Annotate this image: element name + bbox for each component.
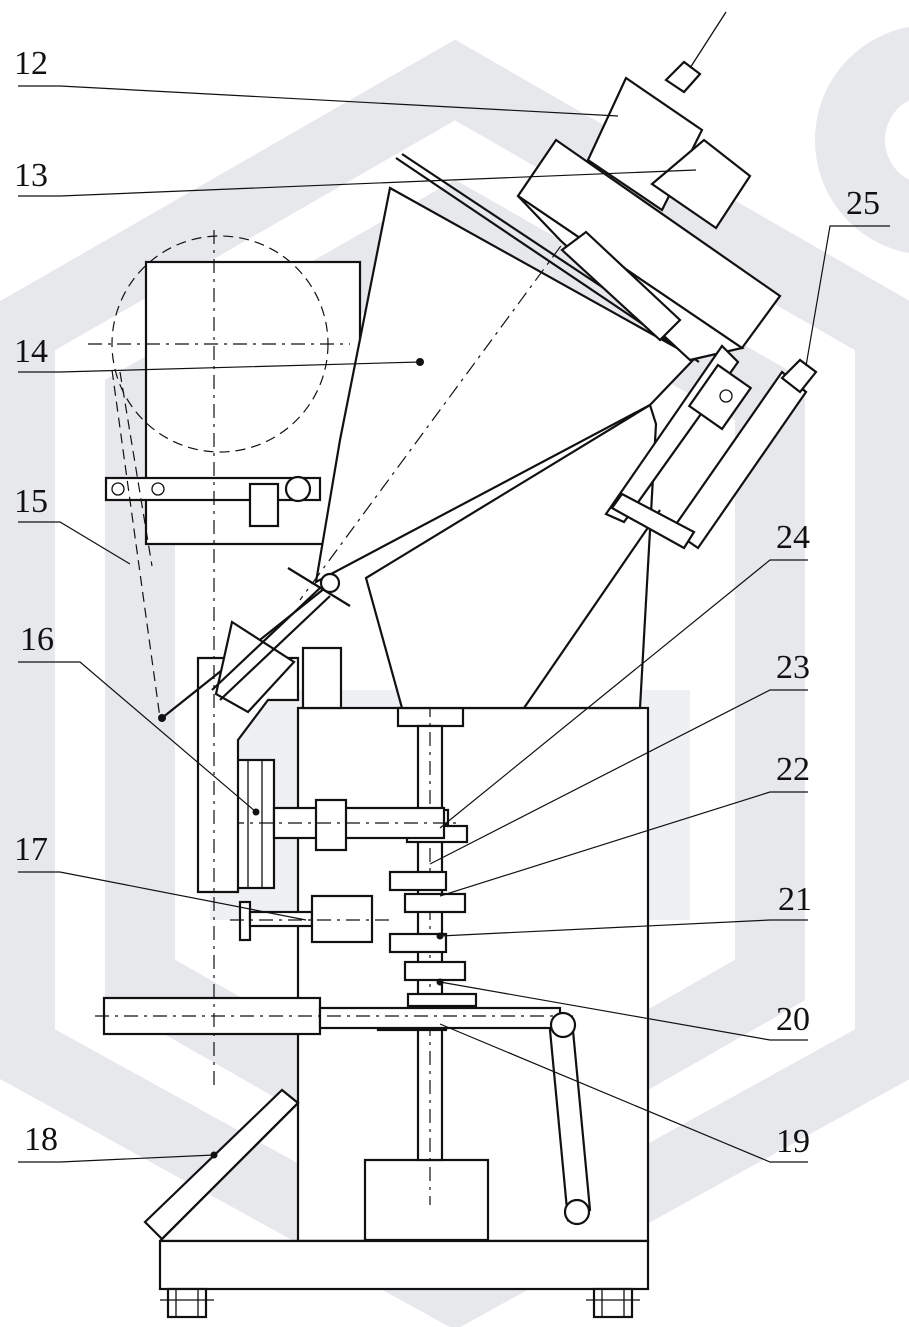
- label-22: 22: [776, 751, 810, 788]
- small-motor: [230, 894, 390, 944]
- label-18: 18: [24, 1121, 58, 1158]
- right-wheel: [586, 1287, 640, 1319]
- main-cabinet: [158, 706, 650, 1319]
- leader-lines: [18, 85, 890, 1163]
- label-20: 20: [776, 1001, 810, 1038]
- label-25: 25: [846, 185, 880, 222]
- side-shaft-assembly: [230, 758, 460, 890]
- label-23: 23: [776, 649, 810, 686]
- label-15: 15: [14, 483, 48, 520]
- label-14: 14: [14, 333, 48, 370]
- label-19: 19: [776, 1123, 810, 1160]
- motor-housing: [88, 230, 362, 1090]
- part-labels: 12 13 14 15 16 17 18 19 20 21 22 23 24 2…: [14, 45, 880, 1160]
- lower-drive-arm: [95, 996, 592, 1226]
- label-17: 17: [14, 831, 48, 868]
- left-frame: [196, 646, 343, 894]
- slanted-control-panel: [143, 1088, 300, 1242]
- label-24: 24: [776, 519, 810, 556]
- left-wheel: [160, 1287, 214, 1319]
- stirring-tube: [211, 567, 351, 714]
- label-16: 16: [20, 621, 54, 658]
- hopper: [299, 105, 707, 710]
- label-13: 13: [14, 157, 48, 194]
- base-motor-block: [363, 1158, 490, 1242]
- right-cylinder: [604, 344, 818, 550]
- top-motor: [516, 11, 782, 362]
- label-12: 12: [14, 45, 48, 82]
- label-21: 21: [778, 881, 812, 918]
